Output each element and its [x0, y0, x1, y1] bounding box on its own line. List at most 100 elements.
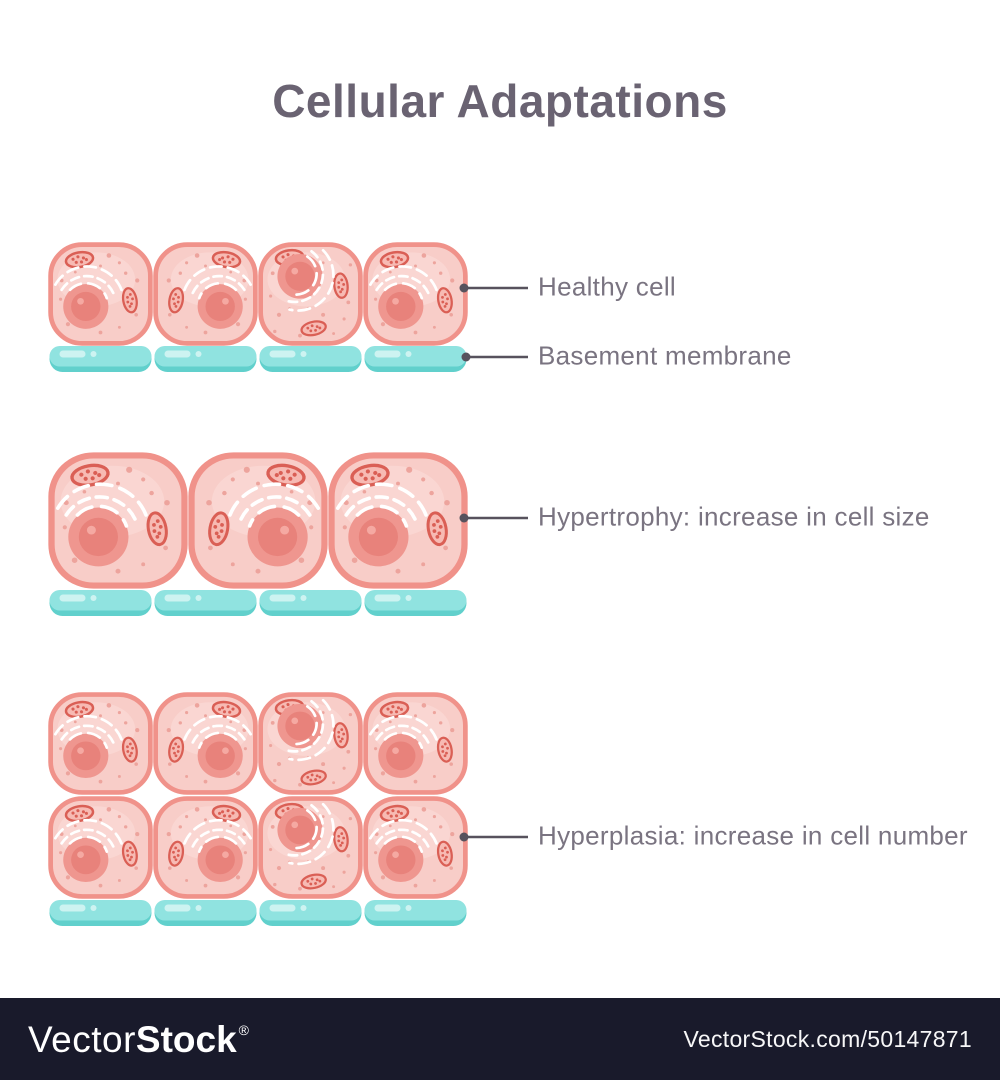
endoplasmic-reticulum-icon: [53, 265, 123, 300]
mitochondrion-icon: [146, 511, 168, 547]
callout-basement-membrane: Basement membrane: [538, 340, 792, 371]
basement-membrane-segment: [259, 900, 362, 926]
endoplasmic-reticulum-icon: [287, 248, 335, 312]
basement-membrane-segment: [154, 346, 257, 372]
nucleus-icon: [197, 733, 243, 779]
mitochondrion-icon: [211, 700, 242, 719]
mitochondrion-icon: [300, 769, 327, 786]
nucleus-icon: [277, 807, 323, 853]
mitochondrion-icon: [300, 873, 327, 890]
mitochondrion-icon: [379, 804, 410, 823]
endoplasmic-reticulum-icon: [53, 818, 123, 853]
nucleus-icon: [63, 837, 109, 883]
basement-membrane-segment: [364, 590, 467, 616]
basement-membrane-segment: [49, 590, 152, 616]
cell: [153, 796, 258, 899]
page-title: Cellular Adaptations: [272, 75, 728, 127]
nucleus-icon: [277, 703, 323, 749]
mitochondrion-icon: [436, 840, 453, 867]
endoplasmic-reticulum-icon: [183, 818, 253, 853]
nucleus-icon: [247, 507, 308, 567]
cell: [363, 242, 468, 346]
mitochondrion-icon: [64, 700, 95, 719]
basement-membrane-segment: [364, 900, 467, 926]
watermark-bar: VectorStock® VectorStock.com/50147871: [0, 998, 1000, 1080]
cell: [258, 692, 363, 795]
cell: [153, 242, 258, 346]
mitochondrion-icon: [208, 511, 230, 547]
mitochondrion-icon: [300, 320, 327, 337]
cell: [188, 452, 328, 589]
endoplasmic-reticulum-icon: [55, 482, 148, 528]
registered-mark-icon: ®: [238, 1021, 249, 1038]
mitochondrion-icon: [64, 804, 95, 823]
mitochondrion-icon: [426, 511, 448, 547]
nucleus-icon: [378, 837, 424, 883]
endoplasmic-reticulum-icon: [183, 714, 253, 749]
nucleus-icon: [63, 284, 109, 329]
cell: [48, 452, 188, 589]
mitochondrion-icon: [436, 287, 453, 314]
cell: [258, 242, 363, 346]
cell: [48, 242, 153, 346]
watermark-url: VectorStock.com/50147871: [683, 1025, 972, 1052]
cell: [258, 796, 363, 899]
basement-membrane-segment: [154, 900, 257, 926]
cell: [328, 452, 468, 589]
nucleus-icon: [63, 733, 109, 779]
callout-hyperplasia: Hyperplasia: increase in cell number: [538, 820, 968, 851]
nucleus-icon: [348, 507, 409, 567]
nucleus-icon: [378, 733, 424, 779]
leader-line: [459, 283, 528, 293]
endoplasmic-reticulum-icon: [228, 482, 321, 528]
cell: [48, 796, 153, 899]
callout-hypertrophy: Hypertrophy: increase in cell size: [538, 501, 930, 532]
basement-membrane-segment: [259, 346, 362, 372]
nucleus-icon: [68, 507, 129, 567]
mitochondrion-icon: [333, 272, 349, 299]
callout-healthy-cell: Healthy cell: [538, 271, 676, 302]
mitochondrion-icon: [70, 463, 110, 487]
logo-text-vector: Vector: [28, 1018, 136, 1060]
mitochondrion-icon: [168, 736, 185, 763]
mitochondrion-icon: [211, 804, 242, 823]
mitochondrion-icon: [121, 840, 138, 867]
mitochondrion-icon: [333, 722, 349, 749]
basement-membrane-segment: [49, 346, 152, 372]
leader-line: [459, 832, 528, 842]
endoplasmic-reticulum-icon: [287, 698, 335, 762]
endoplasmic-reticulum-icon: [368, 265, 438, 300]
leader-line: [461, 352, 528, 362]
leader-line: [459, 513, 528, 523]
nucleus-icon: [378, 284, 424, 329]
endoplasmic-reticulum-icon: [53, 714, 123, 749]
mitochondrion-icon: [168, 287, 185, 314]
endoplasmic-reticulum-icon: [368, 818, 438, 853]
endoplasmic-reticulum-icon: [368, 714, 438, 749]
mitochondrion-icon: [121, 736, 138, 763]
endoplasmic-reticulum-icon: [335, 482, 428, 528]
cell: [153, 692, 258, 795]
nucleus-icon: [277, 253, 323, 299]
mitochondrion-icon: [379, 700, 410, 719]
basement-membrane-segment: [49, 900, 152, 926]
logo-text-stock: Stock: [135, 1018, 237, 1060]
cell: [48, 692, 153, 795]
nucleus-icon: [197, 837, 243, 883]
basement-membrane-segment: [364, 346, 467, 372]
mitochondrion-icon: [266, 463, 306, 487]
vectorstock-logo: VectorStock®: [28, 1021, 249, 1058]
mitochondrion-icon: [168, 840, 185, 867]
mitochondrion-icon: [64, 250, 95, 269]
cell: [363, 796, 468, 899]
endoplasmic-reticulum-icon: [183, 265, 253, 300]
nucleus-icon: [197, 284, 243, 329]
mitochondrion-icon: [211, 250, 242, 269]
cell: [363, 692, 468, 795]
mitochondrion-icon: [436, 736, 453, 763]
basement-membrane-segment: [154, 590, 257, 616]
mitochondrion-icon: [350, 463, 390, 487]
mitochondrion-icon: [121, 287, 138, 314]
endoplasmic-reticulum-icon: [287, 802, 335, 866]
